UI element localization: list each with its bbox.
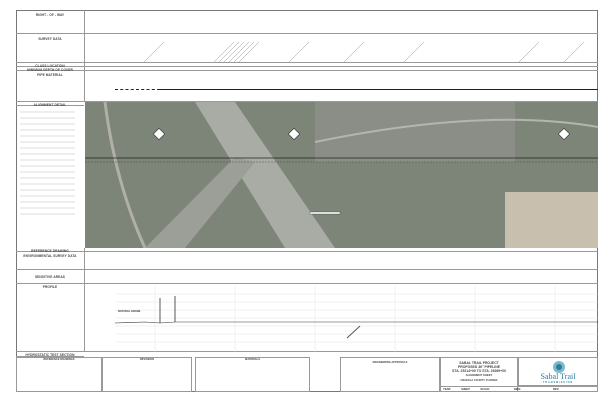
- legend-divider: [84, 10, 85, 102]
- revisions-table: REVISIONS: [102, 357, 192, 392]
- class-label: CLASS LOCATION: [35, 63, 65, 68]
- survey-annotations: [143, 41, 585, 63]
- sensitive-label: SENSITIVE AREAS: [34, 275, 66, 279]
- alignment-legend: [20, 111, 75, 215]
- logo-text: Sabal Trail: [540, 372, 576, 381]
- depth-label: MINIMUM DEPTH OF COVER: [27, 67, 73, 72]
- row-label: RIGHT - OF - WAY: [35, 13, 65, 17]
- depth-band: [16, 67, 598, 71]
- ref-band: [16, 248, 598, 252]
- logo-sub: TRANSMISSION: [542, 381, 574, 384]
- palm-logo-icon: [553, 361, 565, 373]
- class-band: [16, 63, 598, 67]
- title-line3: STA. 25214+00 TO STA. 25269+00: [452, 369, 506, 373]
- year-label: YEAR:: [443, 387, 452, 391]
- profile-plot: [115, 286, 598, 352]
- hydro-band: [16, 352, 84, 357]
- sensitive-band: [16, 270, 598, 284]
- ref-label: REFERENCE DRAWING: [31, 248, 69, 253]
- scale-label: SCALE:: [480, 387, 490, 391]
- survey-label: SURVEY DATA: [38, 37, 62, 41]
- pipe-dashed-line: [115, 89, 160, 90]
- pipe-band: [16, 71, 598, 102]
- sheet-info-row: YEAR: SHEET: SCALE: DWG: REV:: [440, 386, 598, 392]
- materials-table: MATERIALS: [195, 357, 310, 392]
- env-band: [16, 252, 598, 270]
- profile-label: PROFILE: [42, 285, 58, 289]
- legend-divider: [84, 248, 85, 352]
- logo-block: Sabal Trail TRANSMISSION: [518, 357, 598, 386]
- alignment-header: [16, 102, 84, 106]
- survey-band: [16, 34, 598, 63]
- profile-band: [16, 284, 598, 352]
- reference-drawings-table: REFERENCE DRAWINGS: [16, 357, 102, 392]
- county: OSCEOLA COUNTY, FLORIDA: [460, 379, 498, 382]
- pipe-line: [160, 89, 598, 90]
- natural-grade-label: NATURAL GRADE: [118, 310, 141, 313]
- title-line1: SABAL TRAIL PROJECT: [459, 361, 499, 365]
- alignment-label: ALIGNMENT DETAIL: [33, 102, 67, 107]
- pipe-label: PIPE MATERIAL: [37, 73, 63, 77]
- row-band: [16, 10, 598, 34]
- sheet-label: SHEET:: [461, 387, 471, 391]
- natural-grade-line: [115, 321, 598, 324]
- title-line4: ALIGNMENT SHEET: [465, 373, 493, 377]
- aerial-map: [85, 102, 598, 248]
- title-line2: PROPOSED 36" PIPELINE: [458, 365, 500, 369]
- dwg-label: DWG:: [513, 387, 522, 391]
- engineering-approvals-table: ENGINEERING APPROVALS: [340, 357, 440, 392]
- hydro-label: HYDROSTATIC TEST SECTION: [25, 352, 75, 357]
- rev-label: REV:: [553, 387, 560, 391]
- env-label: ENVIRONMENTAL SURVEY DATA: [23, 254, 77, 258]
